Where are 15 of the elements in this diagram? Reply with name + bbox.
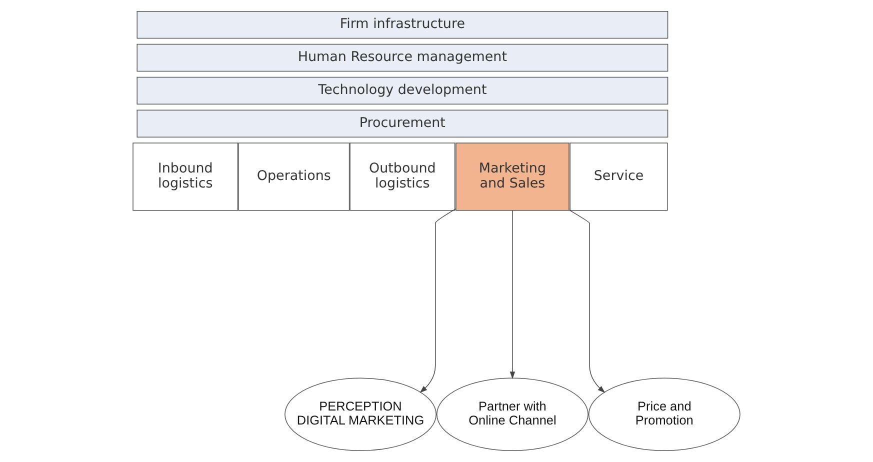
node-box: Operations bbox=[238, 142, 350, 211]
arrow bbox=[420, 208, 456, 393]
node-box: Technology development bbox=[136, 76, 668, 104]
arrow bbox=[568, 210, 606, 393]
node-box: Firm infrastructure bbox=[136, 10, 668, 39]
node-ellipse: PERCEPTION DIGITAL MARKETING bbox=[284, 378, 436, 452]
node-box: Procurement bbox=[136, 110, 668, 138]
node-ellipse: Price and Promotion bbox=[588, 378, 740, 452]
node-ellipse: Partner with Online Channel bbox=[436, 378, 588, 452]
node-box: Inbound logistics bbox=[132, 142, 238, 211]
node-box: Outbound logistics bbox=[350, 142, 456, 211]
arrow bbox=[510, 210, 516, 380]
node-box: Marketing and Sales bbox=[456, 142, 570, 211]
node-box: Human Resource management bbox=[136, 44, 668, 72]
node-box: Service bbox=[570, 142, 668, 211]
